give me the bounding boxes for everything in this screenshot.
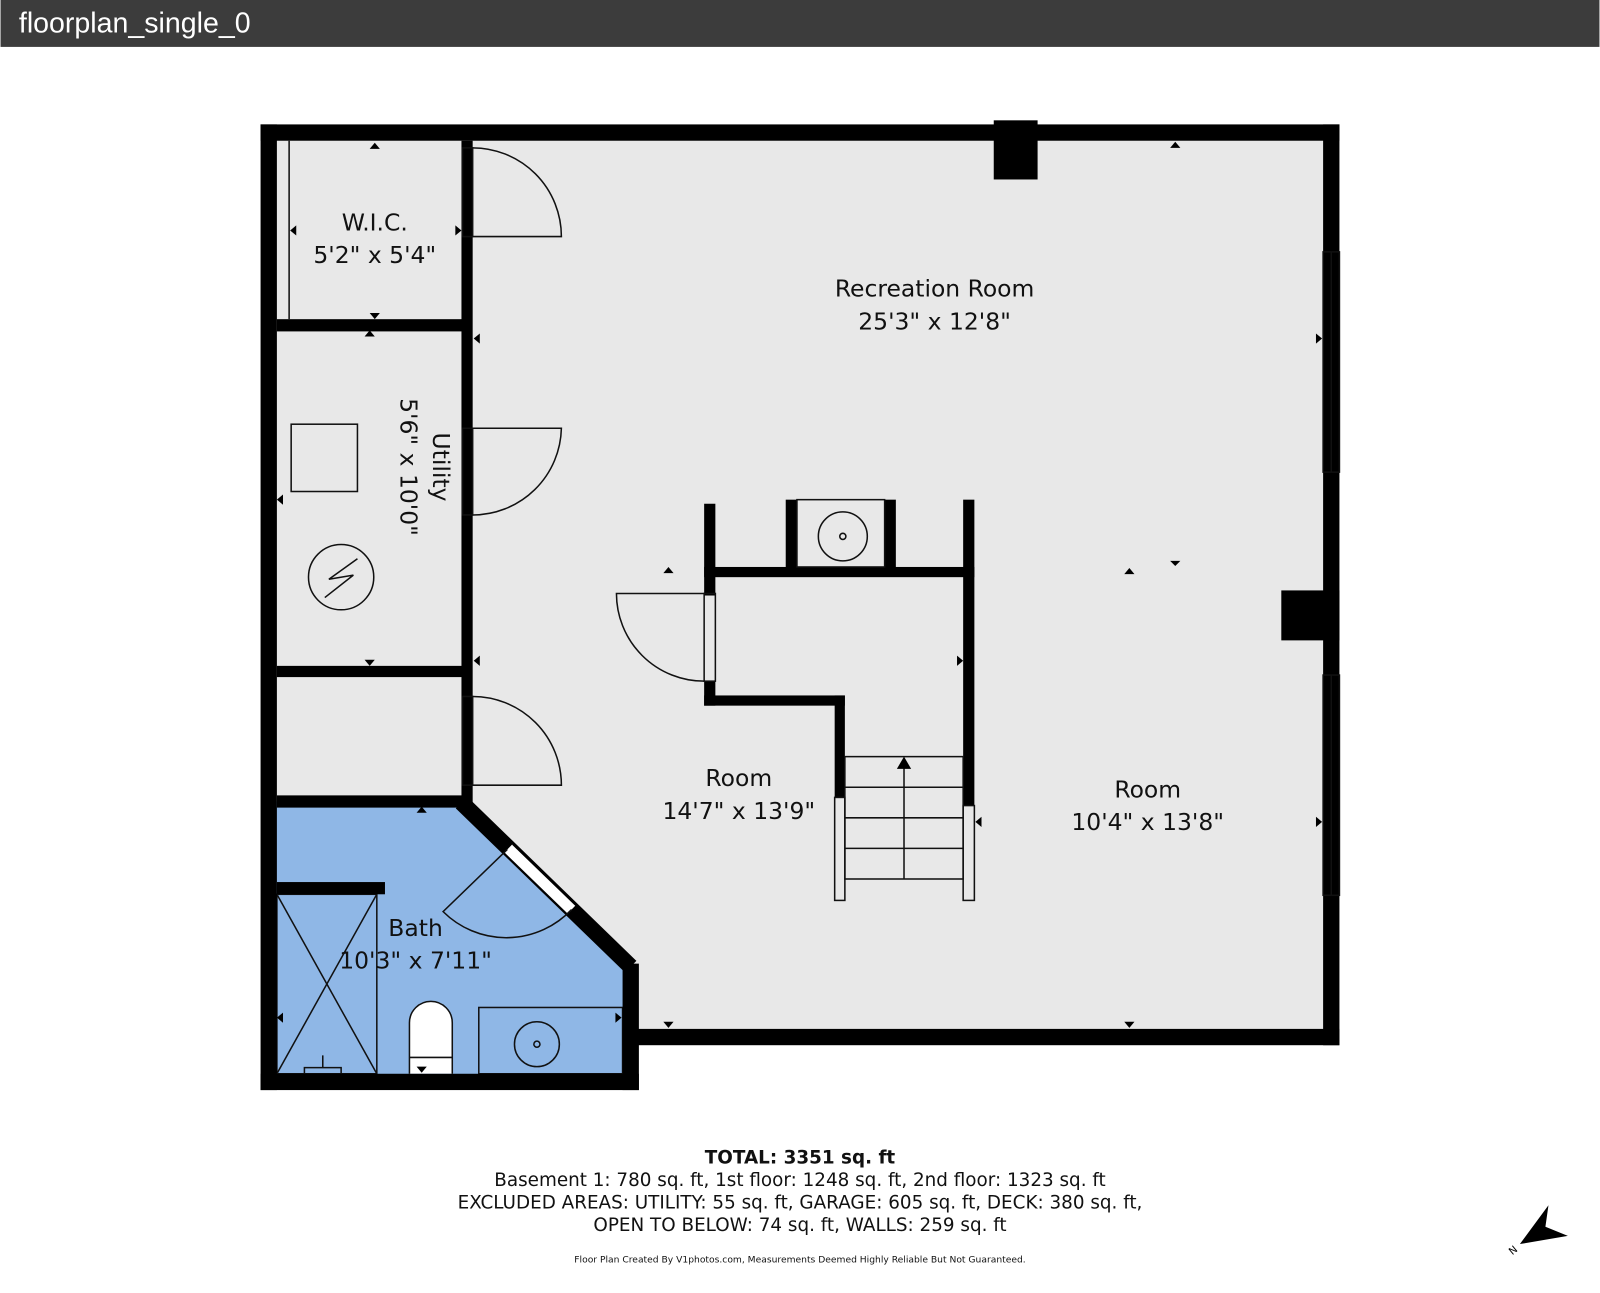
credit-line: Floor Plan Created By V1photos.com, Meas…: [574, 1254, 1025, 1265]
compass-icon: N: [1507, 1205, 1568, 1258]
room-name: Utility: [427, 433, 455, 502]
walls: [260, 120, 1340, 1091]
room-name: Room: [1114, 775, 1181, 803]
total-area: TOTAL: 3351 sq. ft: [705, 1147, 896, 1168]
dimension-markers: [276, 141, 1323, 1073]
chimney: [993, 120, 1038, 180]
sink-icon: [817, 511, 869, 562]
column: [1281, 590, 1340, 641]
room-size: 5'2" x 5'4": [313, 241, 436, 269]
window-title: floorplan_single_0: [19, 8, 251, 40]
room-size: 25'3" x 12'8": [858, 307, 1011, 335]
room-name: Room: [705, 764, 772, 792]
room-name: Bath: [388, 914, 443, 942]
appliance-icon: [290, 423, 359, 493]
excluded-areas: EXCLUDED AREAS: UTILITY: 55 sq. ft, GARA…: [458, 1192, 1143, 1213]
floor-plan: [260, 120, 1341, 1091]
room-label-room-center: Room 14'7" x 13'9": [662, 764, 815, 825]
room-size: 10'3" x 7'11": [339, 947, 492, 975]
room-label-wic: W.I.C. 5'2" x 5'4": [313, 208, 436, 269]
room-size: 14'7" x 13'9": [662, 797, 815, 825]
room-label-room-right: Room 10'4" x 13'8": [1071, 775, 1224, 836]
room-label-bath: Bath 10'3" x 7'11": [339, 914, 492, 975]
toilet-icon: [408, 1000, 454, 1074]
floor-areas: Basement 1: 780 sq. ft, 1st floor: 1248 …: [494, 1170, 1105, 1191]
room-size: 5'6" x 10'0": [394, 398, 422, 536]
room-label-utility: Utility 5'6" x 10'0": [394, 398, 455, 536]
room-name: W.I.C.: [342, 208, 408, 236]
area-summary: TOTAL: 3351 sq. ft Basement 1: 780 sq. f…: [458, 1147, 1143, 1265]
room-label-recreation-room: Recreation Room 25'3" x 12'8": [835, 275, 1035, 336]
bath-floor: [268, 801, 631, 1082]
electric-panel-icon: [307, 543, 375, 611]
title-bar: [0, 0, 1600, 47]
stairs: [833, 755, 976, 902]
arrow-up-icon: [896, 756, 912, 769]
doors: [442, 147, 717, 939]
floor-area: [268, 132, 1332, 1038]
room-name: Recreation Room: [835, 275, 1035, 303]
room-size: 10'4" x 13'8": [1071, 808, 1224, 836]
compass-north-label: N: [1507, 1244, 1520, 1257]
excluded-areas-2: OPEN TO BELOW: 74 sq. ft, WALLS: 259 sq.…: [593, 1215, 1006, 1236]
sink-icon: [513, 1020, 561, 1068]
closet: [796, 498, 886, 568]
